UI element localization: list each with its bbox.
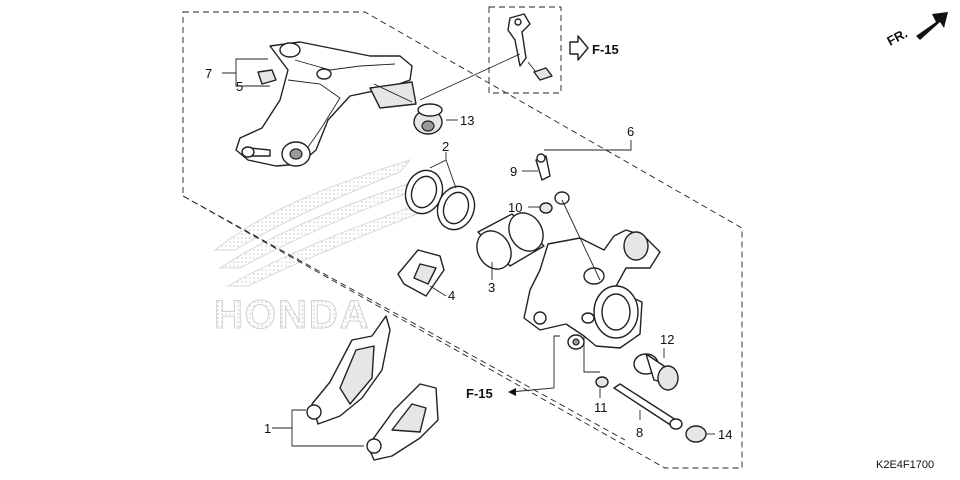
inset-bolt [533, 67, 553, 81]
pad-spring [397, 249, 445, 297]
front-label: FR. [884, 26, 910, 49]
label-8: 8 [636, 425, 643, 440]
label-12: 12 [660, 332, 674, 347]
brake-pads [306, 315, 439, 461]
ref-label-bottom: F-15 [466, 386, 493, 401]
inset-box [488, 6, 562, 94]
valve-cap [539, 191, 570, 214]
slide-pin [613, 383, 683, 430]
label-6: 6 [627, 124, 634, 139]
label-9: 9 [510, 164, 517, 179]
caliper-body [523, 229, 661, 350]
bleed-valve [535, 153, 551, 181]
boot [413, 103, 443, 135]
label-11: 11 [594, 400, 608, 415]
label-14: 14 [718, 427, 732, 442]
label-10: 10 [508, 200, 522, 215]
label-5: 5 [236, 79, 243, 94]
ref-label-top: F-15 [592, 42, 619, 57]
label-4: 4 [448, 288, 455, 303]
front-arrow-icon [916, 12, 948, 40]
plug [685, 425, 707, 443]
pin-boot [633, 353, 679, 391]
seals [404, 169, 476, 231]
ref-arrow-top [569, 35, 589, 61]
label-1: 1 [264, 421, 271, 436]
label-7: 7 [205, 66, 212, 81]
honda-watermark: HONDA [214, 159, 434, 338]
piston [476, 212, 545, 270]
label-3: 3 [488, 280, 495, 295]
watermark-text: HONDA [214, 293, 371, 337]
catalog-code: K2E4F1700 [876, 459, 934, 471]
assembly-outline [182, 11, 743, 469]
washer [595, 376, 609, 388]
caliper-bracket [235, 41, 417, 167]
label-13: 13 [460, 113, 474, 128]
bracket-clip [507, 13, 531, 67]
label-2: 2 [442, 139, 449, 154]
